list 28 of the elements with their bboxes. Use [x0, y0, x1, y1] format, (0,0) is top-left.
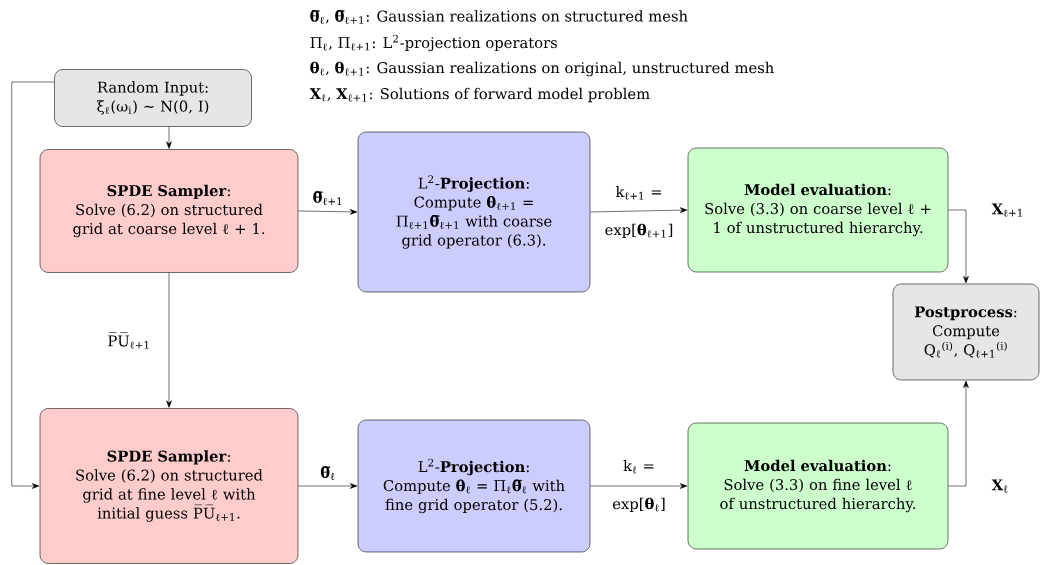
process-box: Postprocess: Compute Q$_{ℓ}$$^{(i)}$, Q$_{ℓ+1}$(i) — [892, 283, 1040, 381]
evaluation-box: Model evaluation: Solve (3.3) on coarse level ℓ + 1 of unstructured hierarchy. — [687, 147, 949, 273]
edge-label: θ̅$_{ℓ+1}$ — [313, 191, 342, 206]
edge-label: θ̅$_{ℓ}$ — [320, 466, 335, 481]
sampler-box: SPDE Sampler: Solve (6.2) on structured grid at coarse level ℓ + 1. — [39, 149, 299, 273]
edge-label: X$_{ℓ}$ — [991, 479, 1008, 493]
projection-box: L$^{2}$-Projection: Compute θ$_{ℓ}$ = Π$_{ℓ}$θ̅$_{ℓ}$ with fine grid operator (5.2). — [357, 419, 591, 553]
arrow — [166, 126, 172, 149]
projection-box: L$^{2}$-Projection: Compute θ$_{ℓ+1}$ = Π$_{ℓ+1}$θ̅$_{ℓ+1}$ with coarse grid operator (6.3). — [357, 131, 591, 293]
evaluation-box: Model evaluation: Solve (3.3) on fine level ℓ of unstructured hierarchy. — [687, 422, 949, 550]
legend-note: Π$_{ℓ}$, Π$_{ℓ+1}$: L$^{2}$-projection operators — [310, 34, 557, 52]
edge-label: P̅U̅$_{ℓ+1}$ — [108, 332, 149, 349]
edge-label: X$_{ℓ+1}$ — [991, 203, 1022, 217]
edge-label: k$_{ℓ}$ = exp[θ$_{ℓ}$] — [612, 459, 665, 513]
legend-note: X$_{ℓ}$, X$_{ℓ+1}$: Solutions of forward model problem — [309, 87, 650, 103]
arrow — [298, 209, 358, 215]
arrow — [948, 380, 969, 487]
sampler-box: SPDE Sampler: Solve (6.2) on structured grid at fine level ℓ with initial guess P̅U̅$_{ℓ+1}$. — [39, 408, 299, 564]
legend-note: θ̅$_{ℓ}$, θ̅$_{ℓ+1}$: Gaussian realizations on structured mesh — [310, 10, 688, 24]
arrow — [590, 207, 688, 213]
process-box: Random Input: ξ$_{ℓ}$(ω$_{i}$) ∼ N(0, I) — [54, 69, 252, 127]
arrow — [11, 81, 55, 489]
arrow — [948, 209, 969, 284]
legend-note: θ$_{ℓ}$, θ$_{ℓ+1}$: Gaussian realizations on original, unstructured mesh — [310, 61, 774, 77]
arrow — [590, 483, 688, 489]
arrow — [298, 483, 358, 489]
arrow — [166, 272, 172, 408]
edge-label: k$_{ℓ+1}$ = exp[θ$_{ℓ+1}$] — [605, 185, 673, 239]
